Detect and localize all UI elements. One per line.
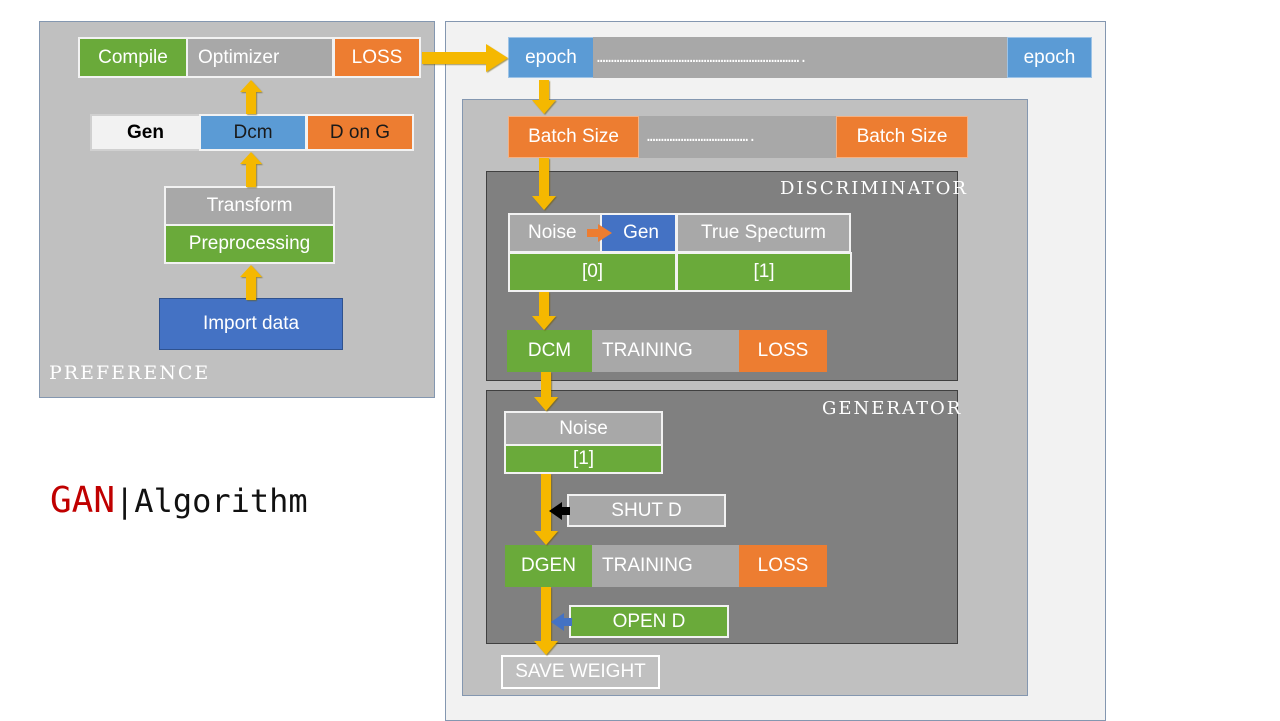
dgen-loss-box: LOSS <box>739 545 827 587</box>
open-d-box: OPEN D <box>569 605 729 638</box>
compile-box: Compile <box>78 37 188 78</box>
preference-label: PREFERENCE <box>49 362 211 384</box>
gen-noise-box: Noise <box>504 411 663 446</box>
arrow-up-2 <box>240 152 262 187</box>
title-algorithm: Algorithm <box>134 482 308 520</box>
save-weight-box: SAVE WEIGHT <box>501 655 660 689</box>
title-separator: | <box>115 482 135 520</box>
arrow-right-epoch <box>422 44 508 72</box>
discriminator-label: DISCRIMINATOR <box>780 178 968 199</box>
epoch-dots: ………………………………………………………………. <box>593 37 1008 78</box>
gen-label-one-box: [1] <box>504 444 663 474</box>
title-gan: GAN <box>50 480 116 521</box>
gen-box: Gen <box>90 114 201 151</box>
preference-loss-box: LOSS <box>333 37 421 78</box>
arrow-down-disc <box>532 158 556 210</box>
batch-start-box: Batch Size <box>508 116 639 158</box>
label-zero-box: [0] <box>508 252 677 292</box>
generator-label: GENERATOR <box>822 398 963 419</box>
disc-noise-label: Noise <box>528 222 577 243</box>
d-on-g-box: D on G <box>306 114 414 151</box>
import-data-box: Import data <box>159 298 343 350</box>
arrow-down-dcm <box>532 292 556 330</box>
arrow-up-1 <box>240 265 262 300</box>
batch-end-box: Batch Size <box>836 116 968 158</box>
dcm-training-box: TRAINING <box>592 330 739 372</box>
label-one-box: [1] <box>676 252 852 292</box>
arrow-down-dgen <box>534 474 558 545</box>
arrow-noise-to-gen <box>587 224 612 242</box>
dcm-train-box: DCM <box>507 330 592 372</box>
dgen-training-box: TRAINING <box>592 545 739 587</box>
dcm-loss-box: LOSS <box>739 330 827 372</box>
gan-algorithm-title: GAN|Algorithm <box>50 480 308 521</box>
shut-d-box: SHUT D <box>567 494 726 527</box>
batch-dots: ………………………………. <box>639 116 837 158</box>
epoch-start-box: epoch <box>508 37 594 78</box>
arrow-shut-d <box>549 502 570 520</box>
arrow-down-save <box>534 587 558 655</box>
arrow-up-3 <box>240 80 262 114</box>
arrow-down-gen <box>534 372 558 411</box>
optimizer-box: Optimizer <box>186 37 334 78</box>
disc-gen-box: Gen <box>600 213 677 253</box>
preprocessing-box: Preprocessing <box>164 224 335 264</box>
arrow-down-batch <box>532 80 556 114</box>
dgen-box: DGEN <box>505 545 592 587</box>
arrow-open-d <box>551 613 572 631</box>
epoch-end-box: epoch <box>1007 37 1092 78</box>
